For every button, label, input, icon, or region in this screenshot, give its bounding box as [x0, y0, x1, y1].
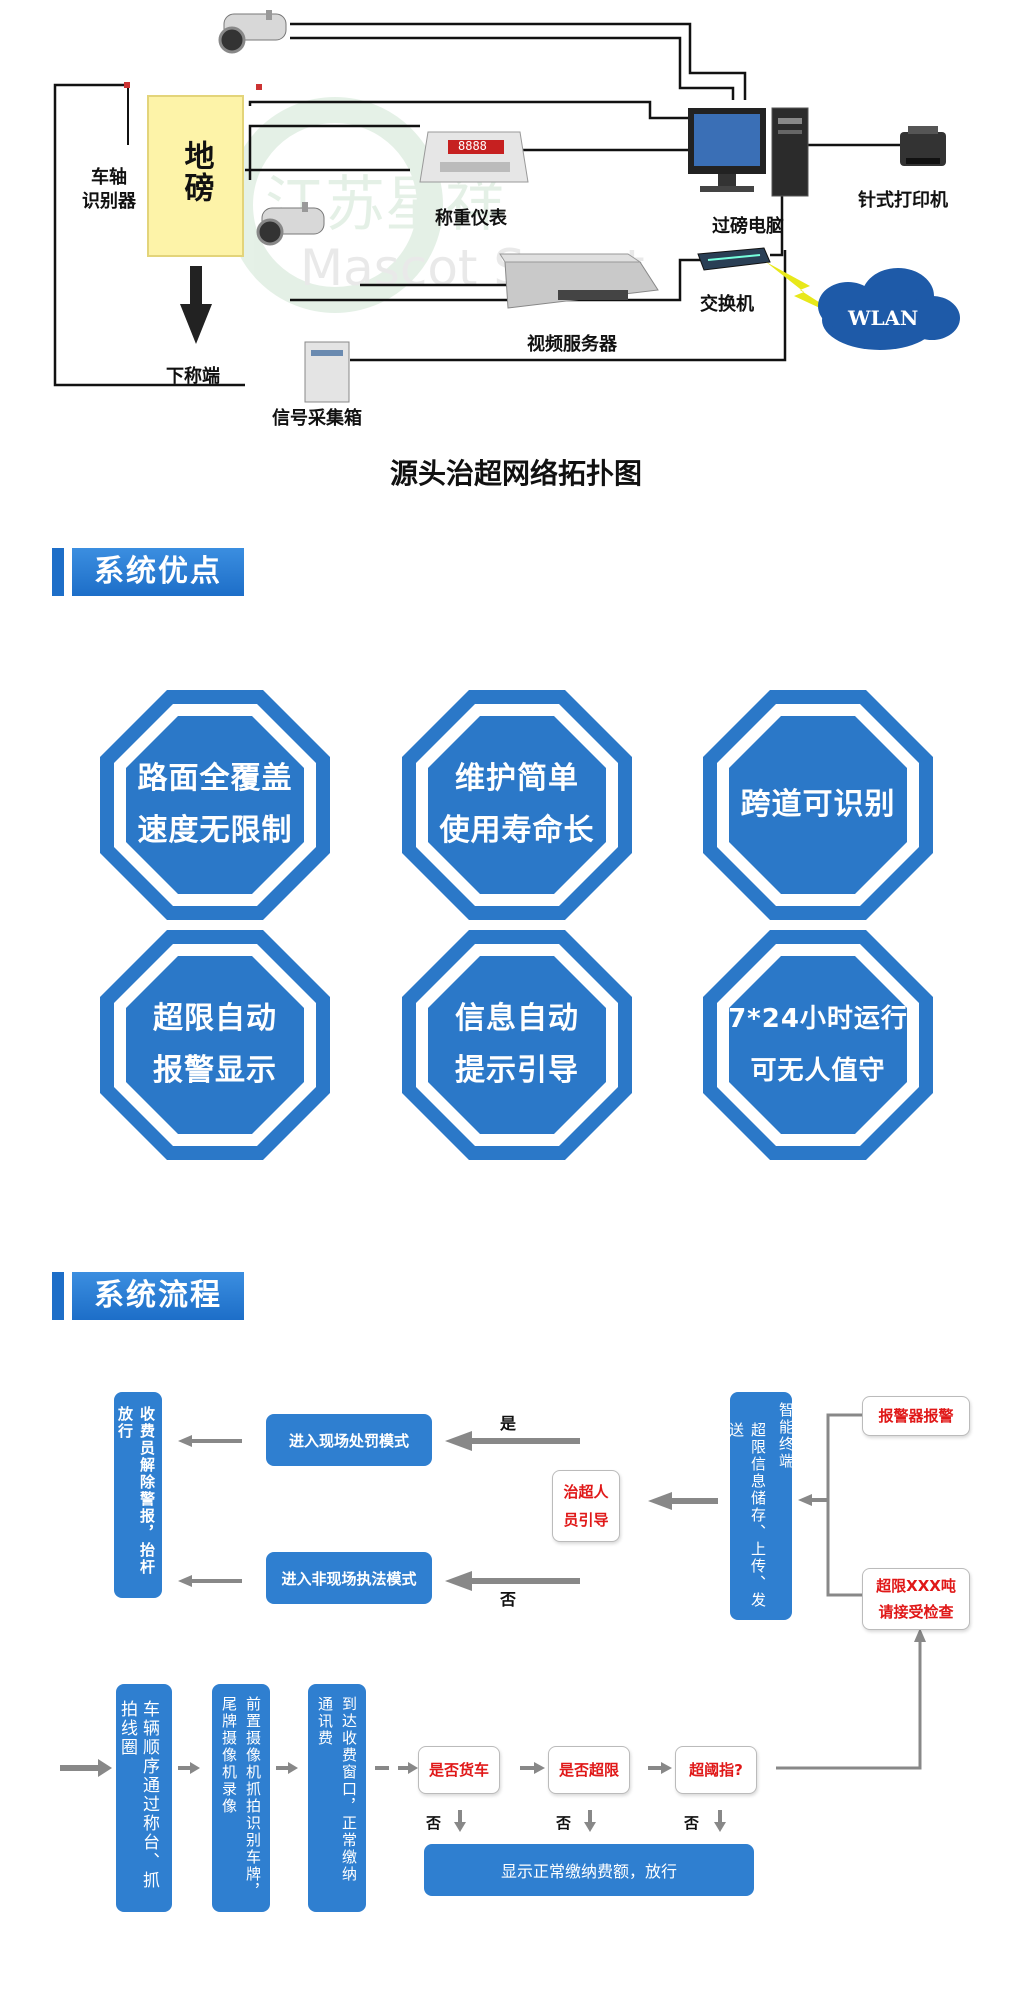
no-label-1: 否	[426, 1814, 442, 1832]
advantage-card-6: 7*24小时运行 可无人值守	[703, 930, 933, 1160]
no-label: 否	[500, 1590, 517, 1609]
pc-label: 过磅电脑	[712, 216, 784, 237]
no-label-3: 否	[684, 1814, 700, 1832]
terminal-box: 智能终端 超限信息储存、上传、发送	[727, 1392, 795, 1620]
onsite-mode-box: 进入现场处罚模式	[266, 1414, 432, 1466]
signal-box-label: 信号采集箱	[272, 408, 362, 429]
advantage-line2: 报警显示	[153, 1053, 277, 1088]
advantages-header: 系统优点	[72, 548, 244, 596]
advantage-line1: 超限自动	[153, 1001, 277, 1036]
printer-label: 针式打印机	[858, 190, 948, 211]
advantage-card-5: 信息自动 提示引导	[402, 930, 632, 1160]
topology-diagram: 江苏星祥 Mascot Smart	[53, 10, 960, 403]
down-arrow-icon	[180, 266, 212, 344]
lightning-icon	[766, 262, 850, 322]
camera-icon-mid	[256, 202, 325, 246]
release-text: 收费员解除警报，抬杆放行	[116, 1406, 156, 1576]
advantage-line1: 信息自动	[455, 1001, 579, 1036]
guide-line1: 治超人	[563, 1483, 609, 1501]
wlan-cloud-icon	[818, 268, 960, 350]
normal-release-box: 显示正常缴纳费额，放行	[424, 1844, 754, 1896]
advantage-card-3: 跨道可识别	[703, 690, 933, 920]
yes-label: 是	[500, 1414, 517, 1433]
axle-detector-label: 车轴 识别器	[82, 166, 136, 214]
offsite-mode-box: 进入非现场执法模式	[266, 1552, 432, 1604]
advantage-line2: 速度无限制	[137, 813, 293, 848]
octagon-shape	[402, 930, 632, 1160]
topology-caption: 源头治超网络拓扑图	[389, 457, 642, 490]
camera-icon-top	[218, 10, 287, 54]
wlan-label: WLAN	[848, 306, 919, 330]
weighing-meter-label: 称重仪表	[435, 208, 507, 229]
advantage-line2: 使用寿命长	[439, 813, 595, 848]
advantage-text: 7*24小时运行 可无人值守	[703, 930, 933, 1160]
question-truck-box: 是否货车	[418, 1746, 500, 1794]
advantage-line1: 维护简单	[455, 761, 579, 796]
advantage-line1: 7*24小时运行	[728, 1004, 908, 1034]
lower-end-label: 下称端	[166, 366, 220, 387]
ground-scale-text: 地磅	[178, 140, 214, 204]
meter-display-text: 8888	[458, 139, 487, 153]
step3-col2: 通讯费	[316, 1696, 334, 1747]
step3-col1: 到达收费窗口，正常缴纳	[340, 1696, 358, 1883]
guide-box: 治超人 员引导	[552, 1470, 620, 1542]
step1-box: 车辆顺序通过称台、抓拍线圈	[116, 1684, 172, 1912]
process-header-bar	[52, 1272, 64, 1320]
process-header: 系统流程	[72, 1272, 244, 1320]
network-wires	[53, 22, 900, 387]
octagon-shape	[100, 690, 330, 920]
advantage-line1: 跨道可识别	[740, 787, 896, 822]
octagon-shape	[100, 930, 330, 1160]
guide-line2: 员引导	[563, 1511, 609, 1529]
release-box: 收费员解除警报，抬杆放行	[114, 1392, 162, 1598]
advantage-card-1: 路面全覆盖 速度无限制	[100, 690, 330, 920]
advantage-line2: 可无人值守	[750, 1056, 886, 1086]
printer-icon	[900, 126, 946, 166]
video-server-label: 视频服务器	[527, 334, 617, 355]
octagon-shape	[402, 690, 632, 920]
advantage-text: 维护简单 使用寿命长	[402, 690, 632, 920]
no-label-2: 否	[556, 1814, 572, 1832]
terminal-col2: 超限信息储存、上传、发送	[727, 1422, 767, 1609]
advantage-text: 超限自动 报警显示	[100, 930, 330, 1160]
alarm-box: 报警器报警	[862, 1396, 970, 1436]
step1-text: 车辆顺序通过称台、抓拍线圈	[117, 1700, 159, 1890]
advantage-card-2: 维护简单 使用寿命长	[402, 690, 632, 920]
advantage-line2: 提示引导	[455, 1053, 579, 1088]
step3-box: 到达收费窗口，正常缴纳 通讯费	[308, 1684, 366, 1912]
switch-label: 交换机	[700, 294, 754, 315]
ground-scale-label: 地磅	[148, 140, 243, 214]
video-server-icon	[499, 253, 659, 309]
advantage-text: 信息自动 提示引导	[402, 930, 632, 1160]
step2-col2: 尾牌摄像机录像	[220, 1696, 238, 1815]
axle-detector-line1: 车轴	[91, 167, 127, 188]
terminal-col1: 智能终端	[777, 1402, 795, 1470]
advantage-card-4: 超限自动 报警显示	[100, 930, 330, 1160]
computer-icon	[688, 107, 809, 197]
axle-detector-line2: 识别器	[82, 191, 136, 212]
overload-line1: 超限XXX吨	[876, 1577, 956, 1595]
octagon-shape	[703, 930, 933, 1160]
step2-box: 前置摄像机抓拍识别车牌， 尾牌摄像机录像	[212, 1684, 270, 1912]
signal-box-icon	[304, 341, 350, 403]
advantages-header-bar	[52, 548, 64, 596]
ground-scale-icon	[147, 95, 244, 257]
question-overload-box: 是否超限	[548, 1746, 630, 1794]
advantage-text: 路面全覆盖 速度无限制	[100, 690, 330, 920]
overload-box: 超限XXX吨 请接受检查	[862, 1568, 970, 1630]
advantage-line1: 路面全覆盖	[137, 761, 293, 796]
overload-line2: 请接受检查	[878, 1603, 954, 1621]
question-threshold-box: 超阈指?	[675, 1746, 757, 1794]
process-arrows	[60, 1413, 926, 1832]
advantage-text: 跨道可识别	[703, 690, 933, 920]
switch-icon	[697, 247, 771, 271]
octagon-shape	[703, 690, 933, 920]
step2-col1: 前置摄像机抓拍识别车牌，	[244, 1696, 262, 1900]
weighing-meter-icon	[419, 131, 529, 183]
